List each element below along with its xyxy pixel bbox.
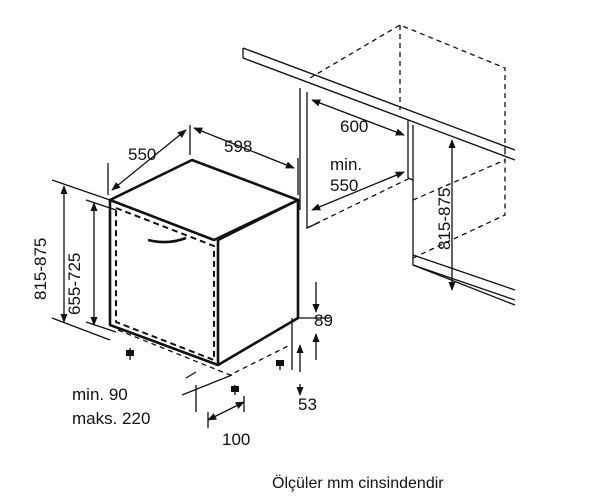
depth-dimension-line [111,129,187,191]
dishwasher-front [108,200,220,367]
caption: Ölçüler mm cinsindendir [272,474,444,492]
label-foot-height: 53 [298,395,317,414]
door-handle [147,236,187,244]
feet [129,348,281,395]
niche-width-dimension-line [311,99,405,136]
floor-line-right [412,254,516,306]
dishwasher-top [108,158,300,242]
foot-front-left [126,350,134,356]
label-depth: 550 [128,145,156,164]
foot-offset-dimension-line [207,401,245,421]
niche-floor-back [306,177,411,229]
label-foot-offset: 100 [222,430,250,449]
niche-depth-dimension-line [311,171,405,211]
width-dimension-line [193,127,295,169]
label-plinth-min: min. 90 [72,385,128,404]
label-niche-depth: 550 [330,176,358,195]
dimension-lines [51,99,456,428]
label-height-right: 815-875 [435,188,454,250]
niche-left-wall [299,88,321,230]
dishwasher [108,158,300,395]
right-cabinet-back [412,150,506,259]
right-cabinet [407,120,516,301]
cabinet-niche [242,24,516,306]
label-plinth-max: maks. 220 [72,409,150,428]
label-plinth-height: 89 [314,311,333,330]
dishwasher-side [217,198,300,367]
plinth-outline [117,329,291,376]
countertop [242,47,516,161]
label-height-left: 815-875 [31,238,50,300]
foot-back-right [276,360,284,366]
label-height-door: 655-725 [65,253,84,315]
door-panel-outline [115,206,215,362]
label-width: 598 [224,137,252,156]
label-niche-min: min. [330,155,362,174]
label-niche-width: 600 [340,117,368,136]
foot-front-right [231,386,239,392]
